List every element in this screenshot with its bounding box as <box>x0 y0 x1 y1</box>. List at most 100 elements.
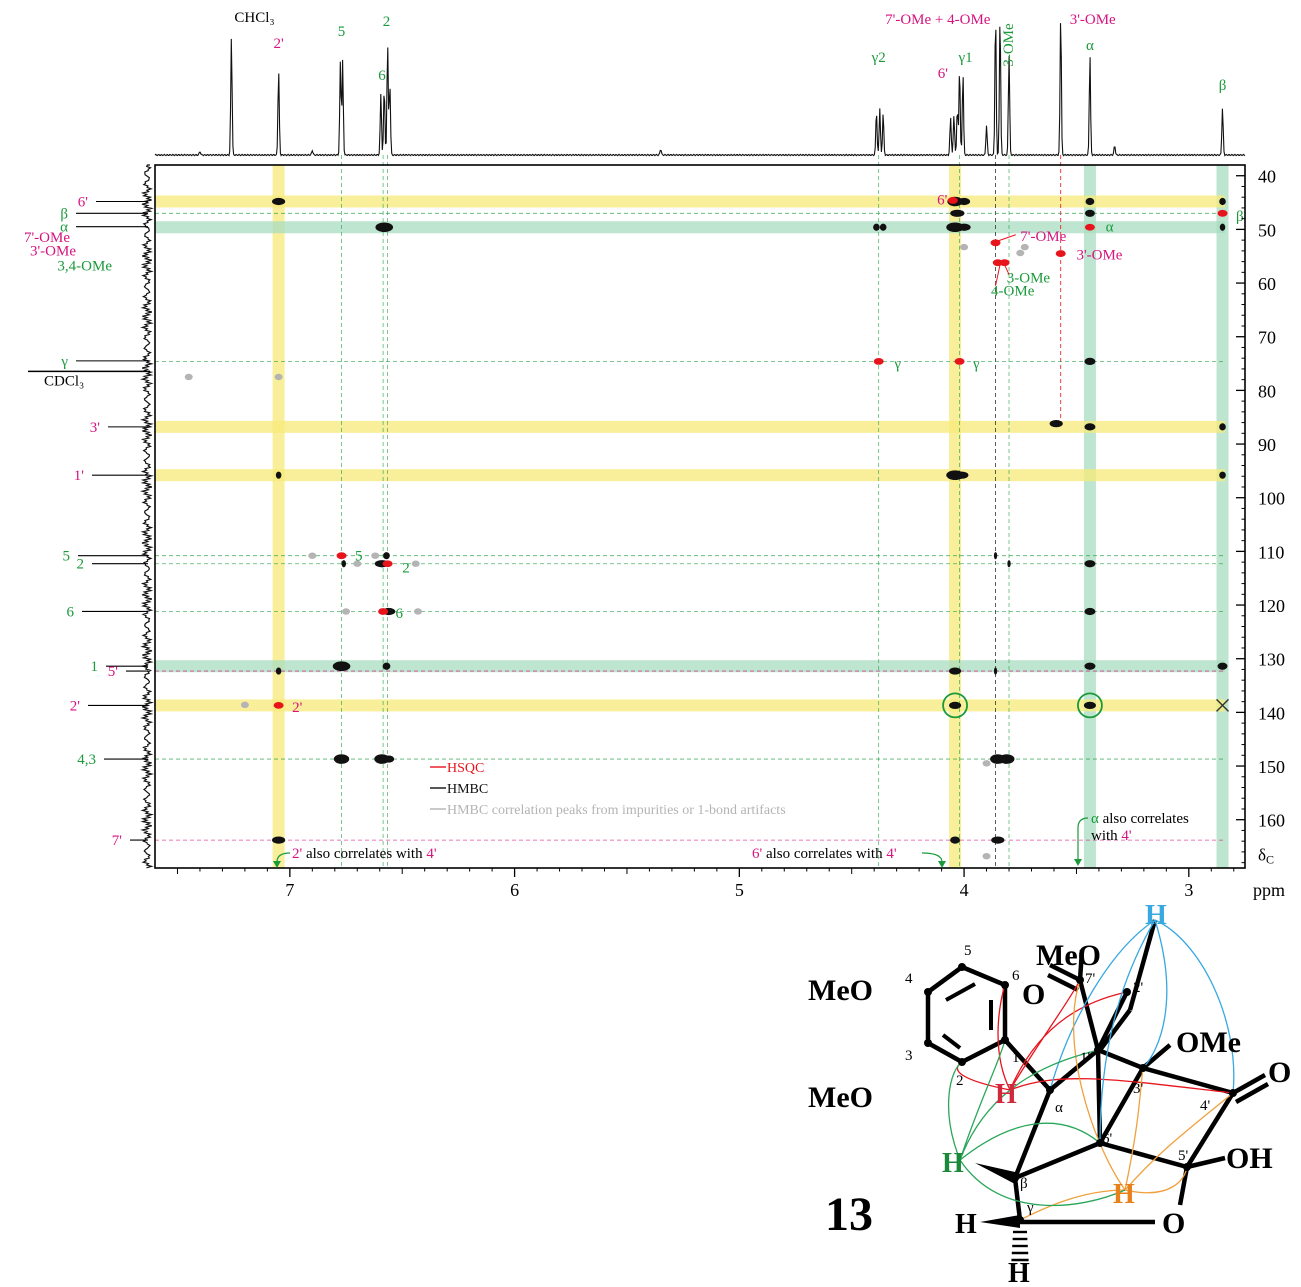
hmbc-peak <box>957 223 971 231</box>
bond <box>925 1040 965 1065</box>
hmbc-peak <box>991 836 1005 844</box>
x-tick-label: 6 <box>510 880 519 900</box>
atom-number: β <box>1020 1176 1028 1192</box>
hmbc-peak <box>873 223 880 231</box>
impurity-peak <box>982 760 991 767</box>
atom-dot <box>1183 1163 1191 1171</box>
proton-label: γ1 <box>958 50 973 66</box>
hmbc-peak <box>950 209 965 217</box>
y-unit-subscript: C <box>1266 853 1274 867</box>
hsqc-peak <box>1084 223 1095 231</box>
impurity-peak <box>411 560 420 567</box>
yellow-band-horizontal <box>155 420 1225 433</box>
hydrogen-label: H <box>955 1209 977 1240</box>
proton-label-3-ome: 3-OMe <box>1001 23 1017 67</box>
annotation-part: with <box>1091 828 1121 844</box>
plot-frame <box>154 164 1246 869</box>
impurity-peak <box>413 608 422 615</box>
hmbc-peak <box>993 667 998 675</box>
correlation-arc <box>1142 919 1168 1069</box>
atom-dot <box>924 988 932 996</box>
impurity-peak <box>240 701 249 709</box>
impurity-peak <box>1016 249 1025 257</box>
atom-number: α <box>1055 1100 1063 1116</box>
correlation-arc <box>1124 1067 1144 1191</box>
atom-number: 7' <box>1085 971 1096 987</box>
carbon-label: 2 <box>77 557 85 573</box>
green-band-vertical <box>1216 165 1229 868</box>
hsqc-peak <box>873 358 884 365</box>
carbon-label: 3' <box>90 420 101 436</box>
proton-label: β <box>1219 78 1227 94</box>
group-label: OMe <box>1176 1026 1241 1059</box>
atom-dot <box>1229 1089 1237 1097</box>
hmbc-peak <box>382 662 391 670</box>
hsqc-peak-label: 7'-OMe <box>1020 229 1066 245</box>
hsqc-peak <box>273 701 284 709</box>
green-band-horizontal <box>155 660 1225 673</box>
proton-top-label: 7'-OMe + 4-OMe <box>885 12 991 28</box>
hsqc-peak-label: α <box>1106 220 1114 236</box>
hydrogen-label: H <box>1113 1179 1135 1210</box>
carbon-label: γ <box>60 354 68 370</box>
impurity-peak <box>982 852 991 860</box>
x-tick-label: 7 <box>285 880 294 900</box>
hydrogen-label: H <box>995 1079 1017 1110</box>
correlation-arc <box>1073 979 1126 1191</box>
carbon-label: 4,3 <box>77 752 96 768</box>
hmbc-peak <box>1219 423 1226 431</box>
hmbc-peak <box>332 661 351 672</box>
hsqc-peak-label: 5 <box>355 549 363 565</box>
hmbc-peak <box>272 836 286 844</box>
bond <box>1012 1175 1023 1223</box>
annotation-arrowhead <box>1074 859 1082 866</box>
correlation-arc <box>1154 919 1235 1094</box>
y-tick-label: 60 <box>1258 274 1276 294</box>
x-tick-label: 3 <box>1184 880 1193 900</box>
hmbc-peak <box>383 755 395 763</box>
annotation-arrow <box>921 852 943 866</box>
yellow-band-horizontal <box>155 195 1225 208</box>
atom-dot <box>1046 1086 1054 1094</box>
annotation-part: 4' <box>1121 828 1132 844</box>
correlation-arc <box>959 1159 1126 1207</box>
atom-dot <box>1139 1064 1147 1072</box>
carbon-label: 1' <box>74 468 85 484</box>
carbon-label: 6' <box>78 194 89 210</box>
bond <box>1047 1047 1101 1093</box>
correlation-arc <box>959 1122 1101 1161</box>
group-label: MeO <box>1036 939 1101 972</box>
atom-number: 1 <box>1012 1050 1020 1066</box>
y-unit-label: δC <box>1258 846 1274 867</box>
proton-label: 5 <box>338 24 346 40</box>
atom-number: 1' <box>1080 1050 1091 1066</box>
hmbc-peak <box>1219 223 1226 231</box>
hsqc-peak-label: β <box>1236 209 1244 225</box>
carbon-label: β <box>60 206 68 222</box>
carbon-label: 6 <box>67 604 75 620</box>
impurity-peak <box>1020 243 1029 251</box>
hsqc-peak-label: 6 <box>395 606 403 622</box>
proton-label: 2' <box>274 36 285 52</box>
y-tick-label: 160 <box>1258 811 1285 831</box>
carbon-label: 2' <box>70 698 81 714</box>
atom-number: 2' <box>1133 980 1144 996</box>
atom-dot <box>958 1058 966 1066</box>
atom-number: γ <box>1026 1200 1034 1216</box>
atom-dot <box>1011 1174 1019 1182</box>
hmbc-peak <box>1084 357 1096 366</box>
correlation-arc <box>1019 1189 1126 1221</box>
carbon-projection-trace <box>139 164 155 869</box>
x-tick-label: 5 <box>735 880 744 900</box>
bond <box>1012 1140 1103 1181</box>
hmbc-peak <box>383 552 390 560</box>
bond <box>1046 972 1080 993</box>
hsqc-peak-label: 2' <box>292 700 303 716</box>
annotation-arrowhead <box>938 861 946 868</box>
bond <box>1095 989 1130 1053</box>
annotation-part: also correlates <box>1099 811 1189 827</box>
bond <box>1095 1047 1146 1071</box>
yellow-band-vertical <box>949 165 962 868</box>
y-tick-label: 110 <box>1258 542 1284 562</box>
impurity-peak <box>342 608 351 615</box>
